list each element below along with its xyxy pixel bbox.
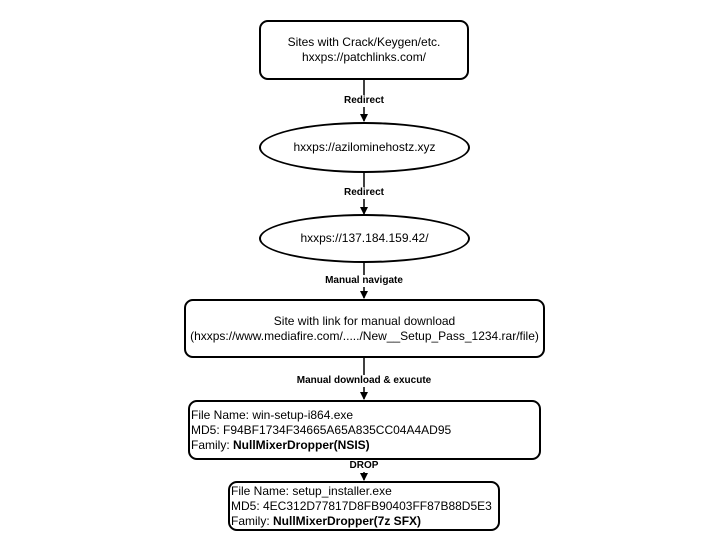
- installer-family-label: Family:: [231, 513, 273, 528]
- redirect-site-2-ellipse: hxxps://137.184.159.42/: [259, 214, 470, 263]
- dropper-file-md5: MD5: F94BF1734F34665A65A835CC04A4AD95: [191, 422, 452, 437]
- installer-family-value: NullMixerDropper(7z SFX): [273, 513, 422, 528]
- dropper-file-family: Family: NullMixerDropper(NSIS): [191, 438, 370, 453]
- redirect-site-2-url: hxxps://137.184.159.42/: [300, 231, 429, 245]
- edge-label-drop: DROP: [347, 460, 381, 472]
- download-site-title: Site with link for manual download: [273, 313, 456, 328]
- dropper-file-name: File Name: win-setup-i864.exe: [191, 407, 354, 422]
- dropper-family-value: NullMixerDropper(NSIS): [233, 437, 370, 452]
- source-sites-url: hxxps://patchlinks.com/: [301, 50, 427, 64]
- redirect-site-1-ellipse: hxxps://azilominehostz.xyz: [259, 122, 470, 173]
- download-site-box: Site with link for manual download (hxxp…: [184, 299, 545, 358]
- dropper-file-box: File Name: win-setup-i864.exe MD5: F94BF…: [188, 400, 541, 460]
- edge-label-redirect-2: Redirect: [341, 187, 387, 199]
- dropper-family-label: Family:: [191, 437, 233, 452]
- installer-file-family: Family: NullMixerDropper(7z SFX): [231, 514, 421, 529]
- edge-label-manual-download: Manual download & exucute: [294, 375, 434, 387]
- source-sites-title: Sites with Crack/Keygen/etc.: [287, 35, 441, 49]
- installer-file-box: File Name: setup_installer.exe MD5: 4EC3…: [228, 481, 500, 531]
- source-sites-box: Sites with Crack/Keygen/etc. hxxps://pat…: [259, 20, 469, 80]
- installer-file-md5: MD5: 4EC312D77817D8FB90403FF87B88D5E3: [231, 498, 492, 513]
- edge-label-redirect-1: Redirect: [341, 95, 387, 107]
- edge-label-manual-navigate: Manual navigate: [323, 275, 405, 287]
- installer-file-name: File Name: setup_installer.exe: [231, 483, 392, 498]
- download-site-url: (hxxps://www.mediafire.com/...../New__Se…: [190, 328, 539, 343]
- redirect-site-1-url: hxxps://azilominehostz.xyz: [293, 140, 436, 154]
